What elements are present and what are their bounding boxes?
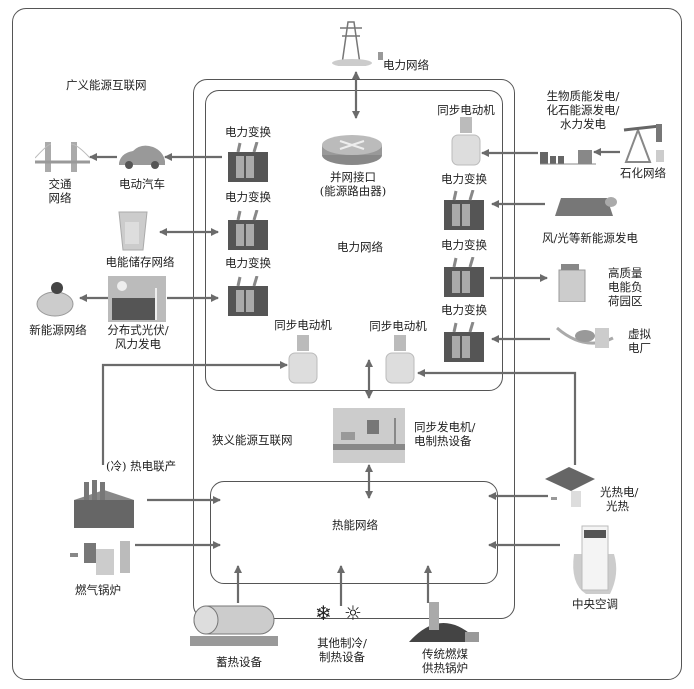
motor-label: 同步电动机 [274,318,332,332]
petrochemical-network-label: 石化网络 [620,166,666,180]
transformer-icon [228,276,268,316]
transformer-icon [228,210,268,250]
park-line-3: 荷园区 [608,294,643,308]
bridge-icon [35,142,90,172]
solar-thermal-line-1: 光热电/ [600,485,639,499]
coal-line-1: 传统燃煤 [422,647,468,661]
router-icon [322,135,382,165]
generator-heating-icon [333,408,405,463]
battery-storage-icon [118,211,148,251]
solar-thermal-label: 光热电/ 光热 [600,485,638,513]
solar-panel-icon [555,197,617,216]
inner-electric-label: 电力网络 [337,240,383,254]
motor-icon [385,335,415,384]
electric-car-icon [119,145,165,169]
converter-label: 电力变换 [441,303,487,317]
virtual-power-plant-icon [556,326,614,348]
power-load-park-label: 高质量 电能负 荷园区 [608,266,643,308]
transformer-icon [228,142,268,182]
router-label-2: (能源路由器) [319,184,387,198]
factory-icon [74,480,134,528]
converter-label: 电力变换 [441,238,487,252]
transformer-icon [444,257,484,297]
motor-icon [451,117,481,166]
chp-label: (冷) 热电联产 [106,459,177,473]
new-energy-network-icon [36,282,74,317]
broad-energy-internet-frame [12,8,682,680]
generator-line-1: 同步发电机/ [414,420,476,434]
converter-label: 电力变换 [225,125,271,139]
other-cooling-heating-label: 其他制冷/ 制热设备 [302,636,382,664]
oil-pump-icon [623,124,664,163]
heat-storage-tank-icon [190,605,278,646]
grid-label: 电力网络 [383,58,429,72]
narrow-energy-internet-title: 狭义能源互联网 [212,433,293,447]
distributed-generation-label: 分布式光伏/ 风力发电 [98,323,178,351]
central-ac-label: 中央空调 [572,597,618,611]
transport-line-1: 交通 [48,177,72,191]
coal-boiler-label: 传统燃煤 供热锅炉 [410,647,480,675]
sun-icon: ☼ [344,601,362,625]
motor-label: 同步电动机 [369,319,427,333]
building-icon [558,264,586,302]
other-line-2: 制热设备 [319,650,365,664]
heat-storage-label: 蓄热设备 [216,655,262,669]
solar-thermal-line-2: 光热 [606,499,629,513]
vpp-line-2: 电厂 [628,341,651,355]
transformer-icon [444,322,484,362]
transport-line-2: 网络 [48,191,72,205]
broad-energy-internet-title: 广义能源互联网 [66,78,147,92]
snowflake-icon: ❄ [315,601,332,625]
power-plant-icon [540,150,596,165]
arrow-solar-motor [417,369,577,465]
gas-boiler-label: 燃气锅炉 [75,583,121,597]
generator-label: 同步发电机/ 电制热设备 [414,420,475,448]
converter-label: 电力变换 [225,256,271,270]
central-ac-icon [573,525,617,594]
generation-line-2: 化石能源发电/ [546,103,620,117]
solar-thermal-icon [545,467,595,507]
power-tower-icon [332,21,383,66]
coal-line-2: 供热锅炉 [422,661,468,675]
ev-label: 电动汽车 [119,177,165,191]
transformer-icon [444,190,484,230]
router-label-1: 并网接口 [330,170,376,184]
vpp-line-1: 虚拟 [628,327,651,341]
wind-solar-label: 风/光等新能源发电 [542,231,638,245]
thermal-network-frame [210,481,498,584]
park-line-1: 高质量 [608,266,643,280]
new-energy-network-label: 新能源网络 [29,323,87,337]
storage-network-label: 电能储存网络 [105,255,175,269]
other-line-1: 其他制冷/ [317,636,367,650]
transport-network-label: 交通 网络 [40,177,80,205]
converter-label: 电力变换 [441,172,487,186]
generation-line-1: 生物质能发电/ [546,89,620,103]
motor-label: 同步电动机 [437,103,495,117]
arrow-chp-motor [101,361,288,465]
distributed-line-1: 分布式光伏/ [107,323,169,337]
generation-label: 生物质能发电/ 化石能源发电/ 水力发电 [528,89,638,131]
generator-line-2: 电制热设备 [414,434,472,448]
generation-line-3: 水力发电 [560,117,606,131]
distributed-line-2: 风力发电 [115,337,161,351]
coal-boiler-icon [409,602,479,642]
virtual-power-plant-label: 虚拟 电厂 [628,327,651,355]
converter-label: 电力变换 [225,190,271,204]
gas-boiler-icon [70,541,130,575]
park-line-2: 电能负 [608,280,643,294]
thermal-network-label: 热能网络 [332,518,378,532]
motor-icon [288,335,318,384]
solar-wind-icon [108,276,166,322]
